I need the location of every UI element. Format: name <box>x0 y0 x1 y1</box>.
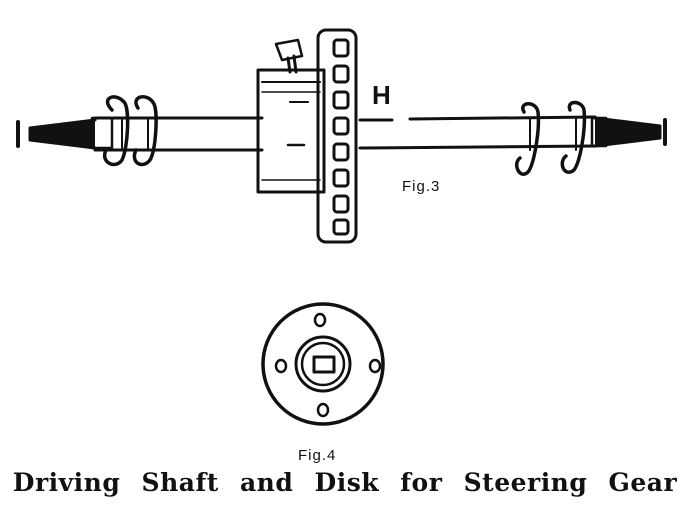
figure-4-label: Fig.4 <box>298 447 337 464</box>
shaft-right-end <box>593 116 667 148</box>
right-clip-rings <box>515 100 587 176</box>
gear-disk-side <box>316 28 358 244</box>
disk-face-view <box>261 302 385 426</box>
shaft-right <box>358 115 597 150</box>
part-label-h: H <box>372 80 391 110</box>
figure-3-label: Fig.3 <box>402 178 441 195</box>
shaft-left-end <box>16 118 97 150</box>
shaft-left <box>93 116 264 152</box>
figure-caption: Driving Shaft and Disk for Steering Gear <box>12 468 678 497</box>
set-screw-icon <box>274 38 304 74</box>
right-collar-block <box>590 116 608 148</box>
hub-drum <box>256 68 326 194</box>
left-collar-block <box>90 116 114 150</box>
left-clip-rings <box>102 95 158 167</box>
